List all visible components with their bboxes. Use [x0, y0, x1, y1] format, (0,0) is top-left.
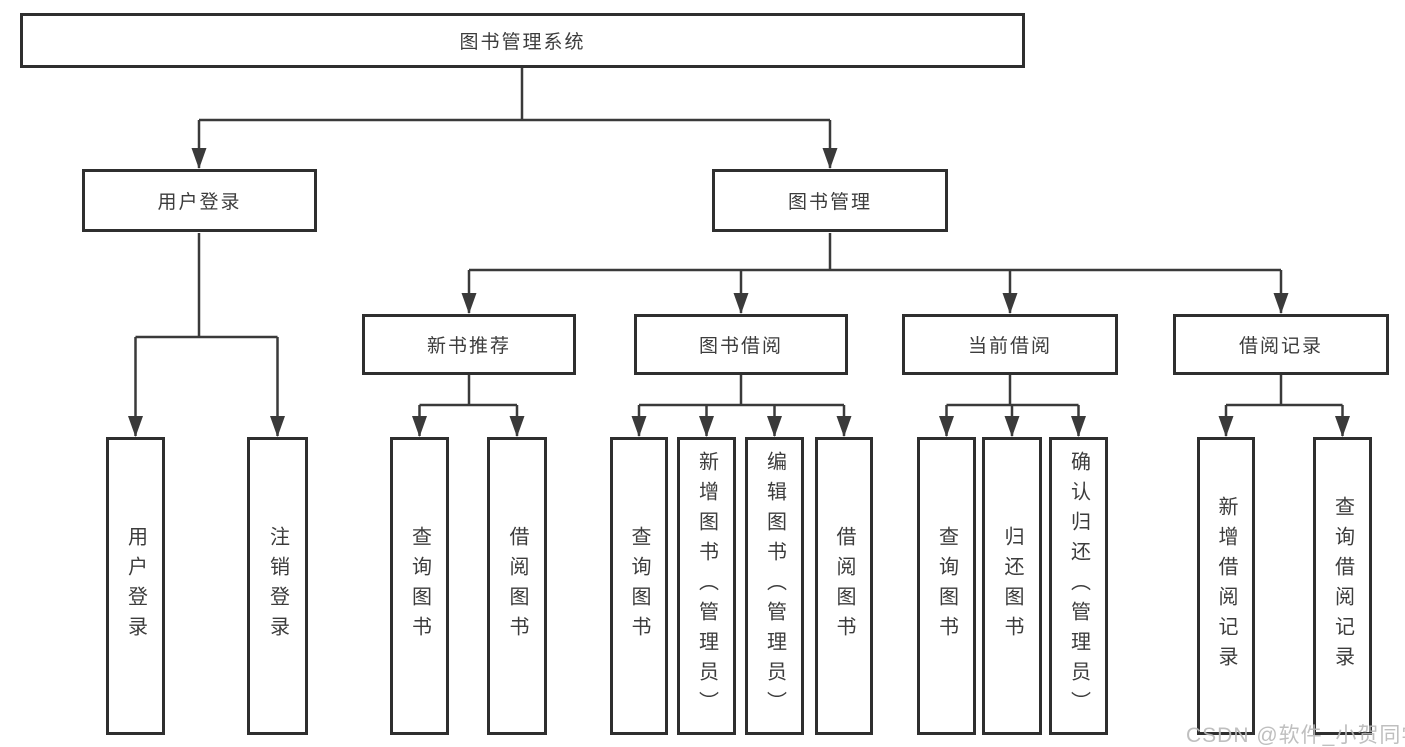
- leaf-label: 新增借阅记录: [1215, 496, 1237, 676]
- connector-borrow-records: [1226, 375, 1343, 407]
- leaf-logout-login: 注销登录: [247, 437, 308, 735]
- leaf-edit-book-admin: 编辑图书（管理员）: [745, 437, 804, 735]
- node-book-borrow: 图书借阅: [634, 314, 848, 375]
- leaf-label: 确认归还（管理员）: [1067, 451, 1090, 721]
- leaf-add-borrow-record: 新增借阅记录: [1197, 437, 1255, 735]
- node-label: 借阅记录: [1238, 336, 1323, 357]
- leaf-query-books-borrow: 查询图书: [610, 437, 668, 735]
- node-label: 用户登录: [157, 192, 242, 213]
- connector-user-login: [135, 233, 278, 339]
- node-borrow-records: 借阅记录: [1173, 314, 1389, 375]
- node-label: 图书管理: [787, 192, 872, 213]
- leaf-borrow-books-recommend: 借阅图书: [487, 437, 547, 735]
- leaf-label: 借阅图书: [833, 526, 855, 646]
- leaf-query-books-current: 查询图书: [917, 437, 976, 735]
- node-current-borrow: 当前借阅: [902, 314, 1118, 375]
- leaf-label: 查询图书: [935, 526, 958, 646]
- node-book-management: 图书管理: [712, 169, 948, 232]
- node-label: 图书管理系统: [459, 32, 586, 53]
- connector-book-borrow: [639, 375, 844, 407]
- leaf-return-books: 归还图书: [982, 437, 1042, 735]
- leaf-label: 注销登录: [266, 526, 289, 646]
- connector-current-borrow: [946, 375, 1079, 407]
- leaf-label: 归还图书: [1001, 526, 1023, 646]
- leaf-label: 查询借阅记录: [1331, 496, 1354, 676]
- csdn-watermark: CSDN @软件_小贺同学: [1186, 724, 1405, 747]
- node-library-management-system: 图书管理系统: [20, 13, 1025, 68]
- leaf-label: 用户登录: [124, 526, 147, 646]
- leaf-borrow-books: 借阅图书: [815, 437, 873, 735]
- node-label: 新书推荐: [426, 336, 511, 357]
- connector-book-management: [469, 233, 1281, 272]
- leaf-label: 借阅图书: [506, 526, 528, 646]
- leaf-label: 编辑图书（管理员）: [763, 451, 786, 721]
- leaf-label: 查询图书: [628, 526, 650, 646]
- node-user-login: 用户登录: [82, 169, 317, 232]
- node-label: 当前借阅: [967, 336, 1052, 357]
- leaf-confirm-return-admin: 确认归还（管理员）: [1049, 437, 1108, 735]
- node-label: 图书借阅: [698, 336, 783, 357]
- leaf-add-book-admin: 新增图书（管理员）: [677, 437, 736, 735]
- connector-root: [199, 68, 830, 122]
- leaf-query-borrow-record: 查询借阅记录: [1313, 437, 1372, 735]
- leaf-label: 新增图书（管理员）: [695, 451, 718, 721]
- leaf-label: 查询图书: [408, 526, 431, 646]
- node-new-book-recommend: 新书推荐: [362, 314, 576, 375]
- leaf-query-books-recommend: 查询图书: [390, 437, 449, 735]
- leaf-user-login: 用户登录: [106, 437, 165, 735]
- connector-new-book-recommend: [419, 375, 517, 407]
